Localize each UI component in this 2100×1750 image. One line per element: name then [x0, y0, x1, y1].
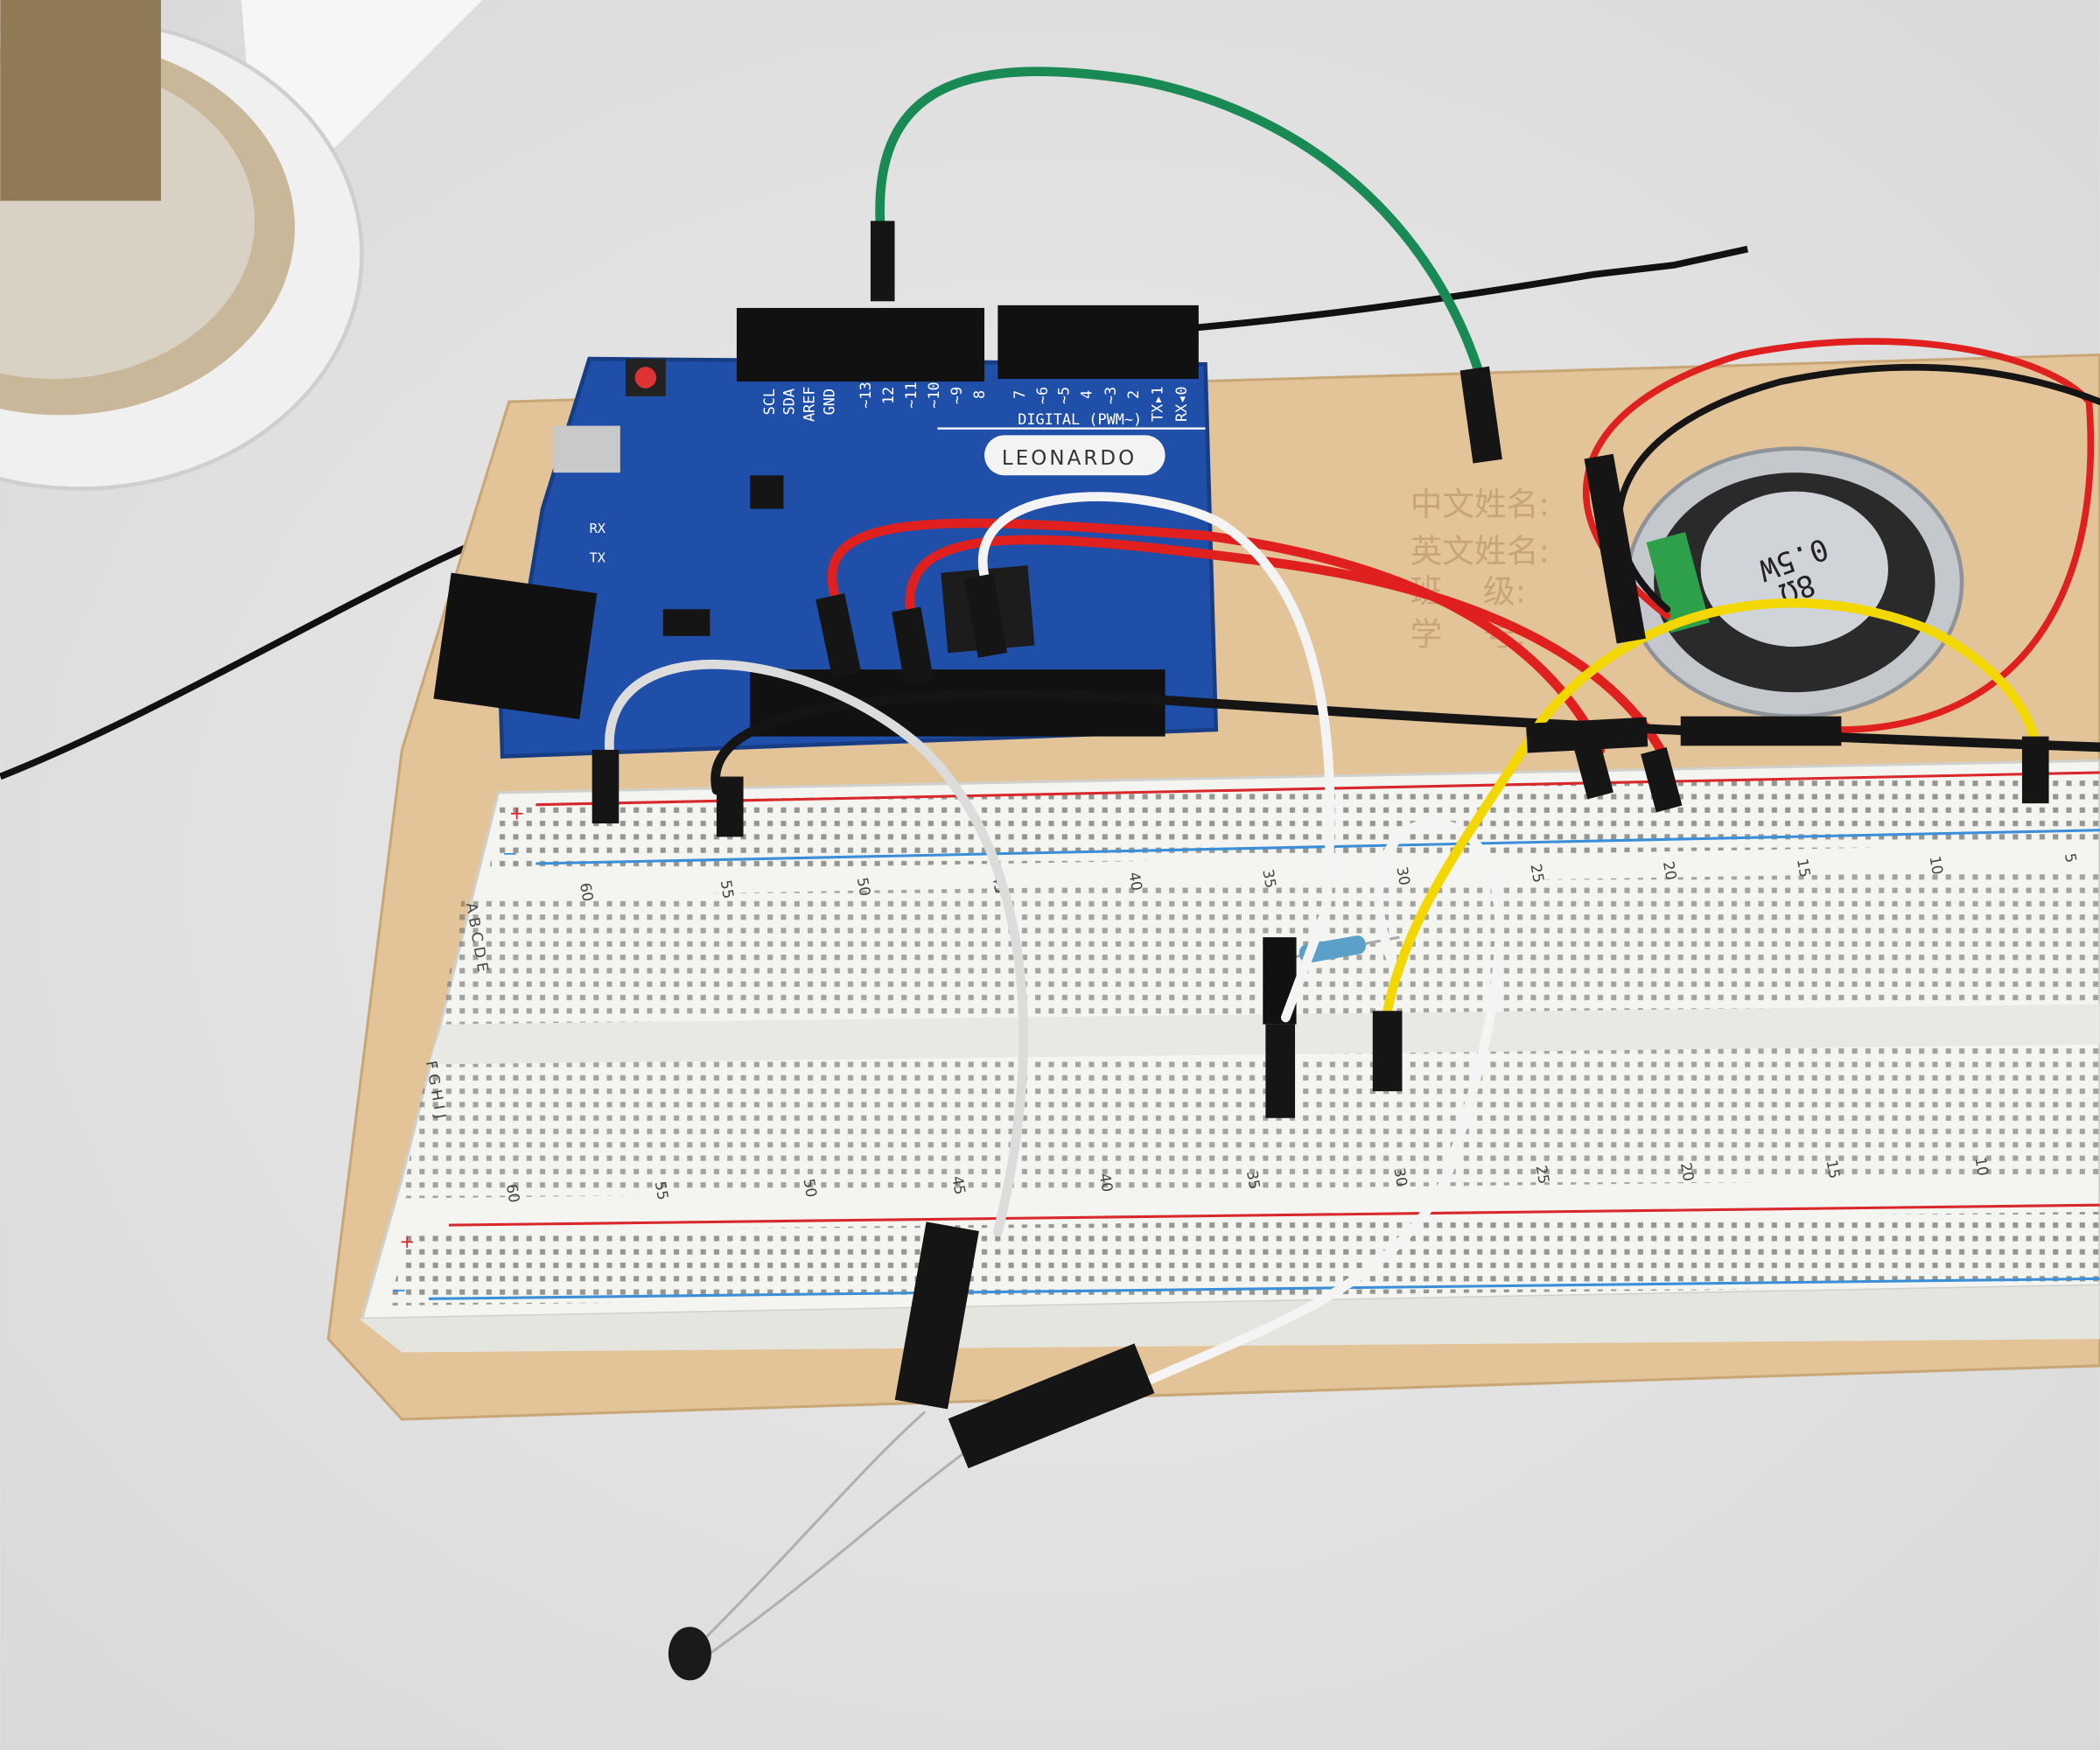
rail-blue-bottom: [428, 1277, 2100, 1300]
column-number: 10: [1971, 1156, 1992, 1178]
column-number: 35: [1243, 1169, 1264, 1191]
header-right: [998, 304, 1199, 380]
wire-white-2: [1146, 818, 1504, 1384]
column-number: 50: [800, 1177, 820, 1199]
wire-connectors: [592, 220, 2049, 1469]
inline-connector: [1680, 716, 1842, 746]
column-number: 30: [1390, 1166, 1410, 1188]
label-english-name: 英文姓名:: [1410, 533, 1550, 570]
wire-red-2: [905, 535, 1666, 755]
column-number: 50: [854, 876, 874, 898]
column-number: 25: [1527, 863, 1547, 885]
rail-blue-top: [536, 829, 2100, 865]
pin-label: 2: [1124, 390, 1142, 399]
wire-green: [875, 66, 1485, 380]
column-number: 55: [718, 878, 738, 900]
label-chinese-name: 中文姓名:: [1410, 486, 1550, 523]
inline-connector: [1525, 717, 1648, 753]
pin-label: 4: [1077, 390, 1095, 399]
connector-pin: [1573, 740, 1614, 800]
connector-pin: [592, 749, 620, 824]
pin-label: GND: [821, 388, 838, 415]
header-bottom: [750, 669, 1166, 737]
led-label-tx: TX: [590, 550, 606, 566]
tape-roll: [0, 0, 364, 491]
column-number: 30: [1393, 865, 1413, 887]
column-number: 25: [1533, 1164, 1553, 1186]
connector-pin: [1372, 1011, 1403, 1092]
connector-pin: [1641, 747, 1683, 813]
power-jack: [433, 572, 598, 719]
pin-label: TX▸1: [1149, 386, 1166, 422]
pin-label: RX◂0: [1172, 386, 1190, 422]
pin-label: ~13: [857, 382, 874, 408]
thermistor-connector: [894, 1222, 979, 1410]
pin-label: 8: [970, 390, 988, 399]
header-left: [736, 307, 985, 382]
thermistor-connector: [948, 1343, 1155, 1469]
column-numbers-bottom: 60 55 50 45 40 35 30 25 20 15 10: [503, 1156, 1992, 1204]
digital-pwm-label: DIGITAL (PWM~): [1018, 410, 1142, 428]
column-number: 40: [1096, 1172, 1116, 1194]
pin-label: AREF: [801, 386, 818, 422]
rail-plus-top: +: [509, 802, 525, 824]
column-number: 5: [2062, 852, 2081, 864]
speaker: 0.5W 8Ω: [1625, 446, 1964, 718]
wire-red-1: [827, 518, 1606, 755]
jumper-wires: [605, 66, 2100, 1656]
rail-red-top: [536, 771, 2100, 807]
thermistor: [668, 1627, 711, 1681]
column-number: 20: [1660, 860, 1680, 882]
thermistor-leads: [695, 1410, 966, 1656]
column-number: 60: [503, 1182, 523, 1204]
connector-pin: [963, 573, 1008, 658]
connector-pin: [716, 776, 744, 837]
rail-plus-bottom: +: [399, 1231, 415, 1253]
column-number: 15: [1794, 858, 1814, 879]
pin-label: SCL: [760, 388, 778, 415]
connector-pin: [1584, 453, 1646, 644]
pin-label: ~3: [1102, 387, 1119, 404]
board-name-label: LEONARDO: [1002, 447, 1137, 470]
column-number: 35: [1259, 868, 1279, 890]
led-label-rx: RX: [590, 521, 606, 536]
arduino-leonardo: SCL SDA AREF GND ~13 12 ~11 ~10 ~9 8 7 ~…: [433, 304, 1219, 759]
pin-label: ~11: [902, 382, 920, 408]
probe-cable: [1191, 245, 1749, 332]
green-wire-pin: [870, 220, 895, 302]
column-number: 15: [1824, 1158, 1844, 1180]
pin-label: ~5: [1054, 387, 1072, 404]
pin-label: ~9: [948, 387, 965, 404]
pin-label: 7: [1011, 390, 1028, 399]
pin-label: ~10: [925, 382, 942, 408]
column-number: 10: [1926, 855, 1946, 877]
column-number: 20: [1677, 1161, 1698, 1183]
column-number: 40: [1125, 871, 1145, 892]
connector-pin: [816, 593, 862, 678]
rail-red-bottom: [448, 1203, 2100, 1227]
rail-minus-top: −: [502, 843, 518, 864]
breadboard: + − + − 60 55 50 45 40 35 30 25 20 15 10…: [359, 759, 2100, 1353]
connector-pin: [2021, 736, 2049, 804]
column-number: 55: [652, 1180, 672, 1201]
connector-pin: [892, 606, 934, 685]
column-number: 45: [948, 1174, 969, 1196]
usb-port: [553, 425, 620, 473]
wire-yellow: [1381, 598, 2040, 1023]
wire-gray: [605, 660, 1028, 1237]
pin-labels: SCL SDA AREF GND ~13 12 ~11 ~10 ~9 8 7 ~…: [760, 382, 1190, 422]
pin-label: 12: [879, 387, 897, 404]
wire-white-1: [977, 492, 1335, 1023]
rail-minus-bottom: −: [391, 1279, 407, 1301]
pin-label: ~6: [1033, 387, 1051, 404]
green-wire-pin: [1460, 366, 1502, 464]
pin-label: SDA: [780, 388, 798, 415]
connector-pin: [1265, 1024, 1296, 1118]
column-number: 60: [577, 881, 597, 903]
